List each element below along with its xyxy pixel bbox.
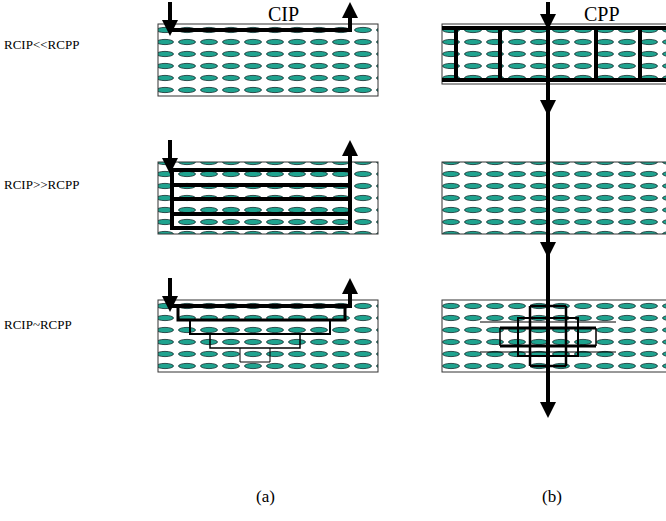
condition-label: RCIP<<RCPP	[4, 38, 79, 51]
condition-label: RCIP~RCPP	[4, 318, 72, 331]
panel-label: (a)	[256, 488, 275, 505]
sample-boxes	[158, 24, 666, 372]
condition-label: RCIP>>RCPP	[4, 178, 79, 191]
panel-title: CPP	[584, 4, 620, 24]
current-paths	[170, 2, 666, 410]
panel-title: CIP	[268, 4, 299, 24]
panel-label: (b)	[542, 488, 562, 505]
